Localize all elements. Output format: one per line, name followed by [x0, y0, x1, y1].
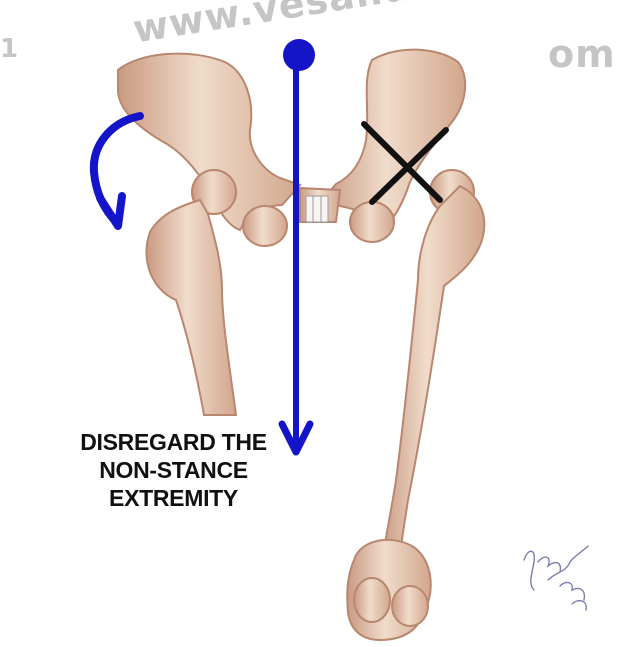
watermark-left: 1 — [0, 34, 19, 64]
rotation-arrow-icon — [94, 116, 140, 226]
signature — [524, 546, 588, 610]
caption-line-1: DISREGARD THE — [6, 428, 341, 456]
left-femur — [146, 170, 236, 415]
watermark-right: om — [548, 32, 616, 76]
caption-line-2: NON-STANCE — [6, 456, 341, 484]
pubic-symphysis — [306, 196, 328, 222]
caption: DISREGARD THE NON-STANCE EXTREMITY — [6, 428, 341, 512]
caption-line-3: EXTREMITY — [6, 484, 341, 512]
gravity-line-arrow-icon — [282, 39, 315, 452]
